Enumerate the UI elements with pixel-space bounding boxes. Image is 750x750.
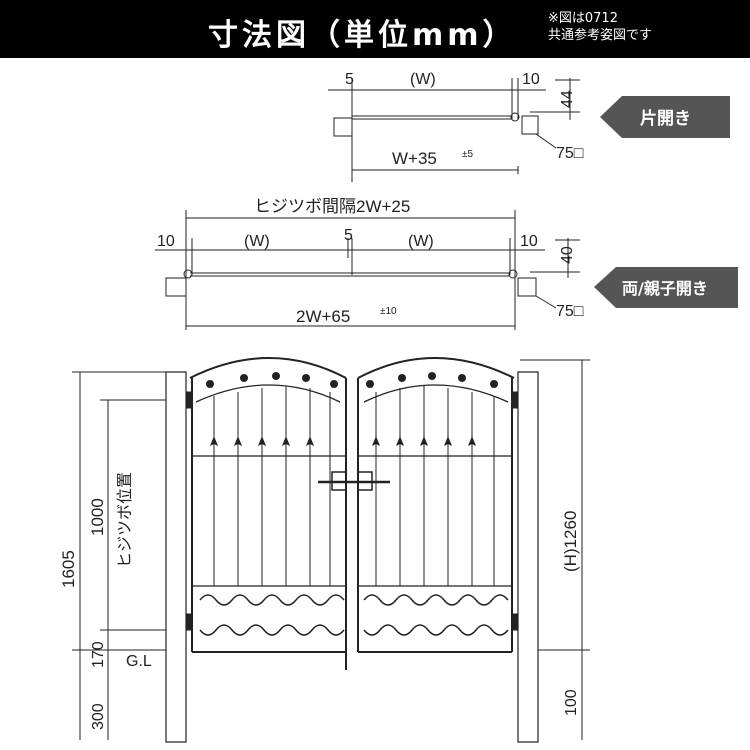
double-dim-total-tol: ±10 <box>380 306 397 317</box>
double-hinge-spacing: ヒジツボ間隔2W+25 <box>254 197 410 216</box>
page-title: 寸法図（単位mm） <box>208 18 517 53</box>
single-post-size: 75□ <box>556 145 584 162</box>
gate-leaves <box>185 357 519 670</box>
double-swing-tag <box>594 267 738 308</box>
double-swing-plan <box>155 210 580 330</box>
single-swing-tag-label: 片開き <box>640 108 691 129</box>
dim-clearance: 170 <box>90 641 107 668</box>
dim-hinge-height: 1000 <box>88 498 107 536</box>
dim-embed-left: 300 <box>90 703 107 730</box>
double-swing-tag-label: 両/親子開き <box>622 279 708 298</box>
double-left-hinge <box>183 269 193 279</box>
elevation-posts <box>165 371 539 743</box>
double-dim-left: 10 <box>157 233 175 250</box>
double-left-post <box>165 277 187 297</box>
single-dim-depth: 44 <box>559 90 576 108</box>
double-right-hinge <box>508 269 518 279</box>
title-bar <box>0 0 750 58</box>
double-dim-right: 10 <box>520 233 538 250</box>
left-leaf-arch <box>189 357 347 379</box>
double-post-leader <box>535 295 557 309</box>
single-right-post <box>521 115 539 135</box>
dim-total-height: 1605 <box>59 550 78 588</box>
left-post <box>165 371 187 743</box>
double-right-post <box>517 277 537 297</box>
double-dim-w2: (W) <box>408 233 434 250</box>
right-post <box>517 371 539 743</box>
hinge-position-label: ヒジツボ位置 <box>116 472 134 568</box>
single-left-post <box>333 117 353 137</box>
single-dim-total-tol: ±5 <box>462 149 473 160</box>
single-swing-plan <box>328 78 580 182</box>
single-dim-left: 5 <box>345 71 354 88</box>
single-post-leader <box>535 133 557 149</box>
reference-note-line2: 共通参考姿図です <box>548 28 653 43</box>
elevation-dimensions <box>72 359 590 740</box>
double-dim-depth: 40 <box>559 246 576 264</box>
ground-level-label: G.L <box>126 653 152 670</box>
double-post-size: 75□ <box>556 303 584 320</box>
double-dim-center: 5 <box>344 227 353 244</box>
single-dim-width: (W) <box>410 71 436 88</box>
single-hinge <box>510 112 520 122</box>
single-dim-total: W+35 <box>392 149 437 168</box>
reference-note: ※図は0712 共通参考姿図です <box>548 10 652 44</box>
single-swing-tag <box>600 96 730 138</box>
single-dim-right: 10 <box>522 71 540 88</box>
double-dim-w1: (W) <box>244 233 270 250</box>
double-dim-total: 2W+65 <box>296 307 350 326</box>
dim-gate-height: (H)1260 <box>561 511 580 572</box>
reference-note-line1: ※図は0712 <box>548 11 618 26</box>
dim-embed-right: 100 <box>563 689 580 716</box>
right-leaf-arch <box>357 357 515 379</box>
spear-finials <box>206 372 498 446</box>
